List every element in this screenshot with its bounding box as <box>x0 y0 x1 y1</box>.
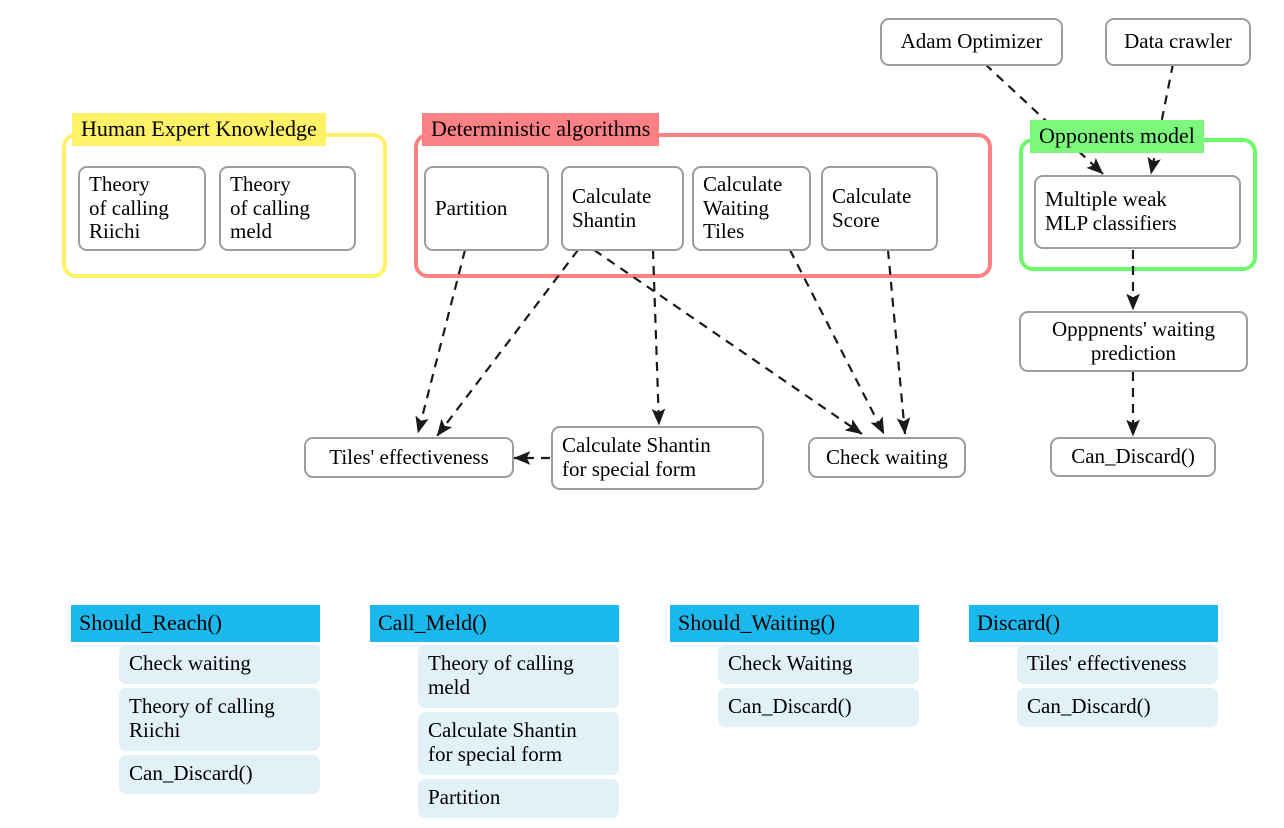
function-item[interactable]: Partition <box>418 778 619 818</box>
function-items-should-reach: Check waiting Theory of calling Riichi C… <box>71 645 320 794</box>
function-item[interactable]: Check waiting <box>119 645 320 684</box>
node-adam-optimizer[interactable]: Adam Optimizer <box>880 18 1063 66</box>
function-card-discard: Discard() Tiles' effectiveness Can_Disca… <box>969 605 1218 727</box>
function-item[interactable]: Calculate Shantin for special form <box>418 711 619 775</box>
group-label-human-expert-knowledge: Human Expert Knowledge <box>72 113 326 146</box>
node-theory-calling-meld[interactable]: Theory of calling meld <box>219 166 356 251</box>
function-item[interactable]: Theory of calling meld <box>418 645 619 708</box>
function-item[interactable]: Check Waiting <box>718 645 919 684</box>
node-data-crawler[interactable]: Data crawler <box>1105 18 1251 66</box>
group-label-deterministic-algorithms: Deterministic algorithms <box>422 113 660 146</box>
function-header-discard[interactable]: Discard() <box>969 605 1218 642</box>
node-calculate-shantin-special-form[interactable]: Calculate Shantin for special form <box>551 426 764 490</box>
node-multiple-weak-mlp-classifiers[interactable]: Multiple weak MLP classifiers <box>1034 175 1241 249</box>
function-card-should-reach: Should_Reach() Check waiting Theory of c… <box>71 605 320 794</box>
function-header-should-waiting[interactable]: Should_Waiting() <box>670 605 919 642</box>
node-calculate-score[interactable]: Calculate Score <box>821 166 938 251</box>
function-card-should-waiting: Should_Waiting() Check Waiting Can_Disca… <box>670 605 919 727</box>
function-header-call-meld[interactable]: Call_Meld() <box>370 605 619 642</box>
function-item[interactable]: Can_Discard() <box>119 754 320 794</box>
node-calculate-waiting-tiles[interactable]: Calculate Waiting Tiles <box>692 166 811 251</box>
node-theory-calling-riichi[interactable]: Theory of calling Riichi <box>78 166 206 251</box>
function-item[interactable]: Theory of calling Riichi <box>119 687 320 751</box>
node-calculate-shantin[interactable]: Calculate Shantin <box>561 166 684 251</box>
function-items-discard: Tiles' effectiveness Can_Discard() <box>969 645 1218 727</box>
node-partition[interactable]: Partition <box>424 166 549 251</box>
node-opponents-waiting-prediction[interactable]: Opppnents' waiting prediction <box>1019 311 1248 372</box>
node-tiles-effectiveness[interactable]: Tiles' effectiveness <box>304 437 514 478</box>
function-items-should-waiting: Check Waiting Can_Discard() <box>670 645 919 727</box>
function-item[interactable]: Can_Discard() <box>1017 687 1218 727</box>
group-label-opponents-model: Opponents model <box>1030 120 1204 153</box>
function-item[interactable]: Tiles' effectiveness <box>1017 645 1218 684</box>
function-card-call-meld: Call_Meld() Theory of calling meld Calcu… <box>370 605 619 818</box>
function-items-call-meld: Theory of calling meld Calculate Shantin… <box>370 645 619 818</box>
node-check-waiting[interactable]: Check waiting <box>808 437 966 478</box>
function-header-should-reach[interactable]: Should_Reach() <box>71 605 320 642</box>
node-can-discard[interactable]: Can_Discard() <box>1050 437 1216 477</box>
function-item[interactable]: Can_Discard() <box>718 687 919 727</box>
